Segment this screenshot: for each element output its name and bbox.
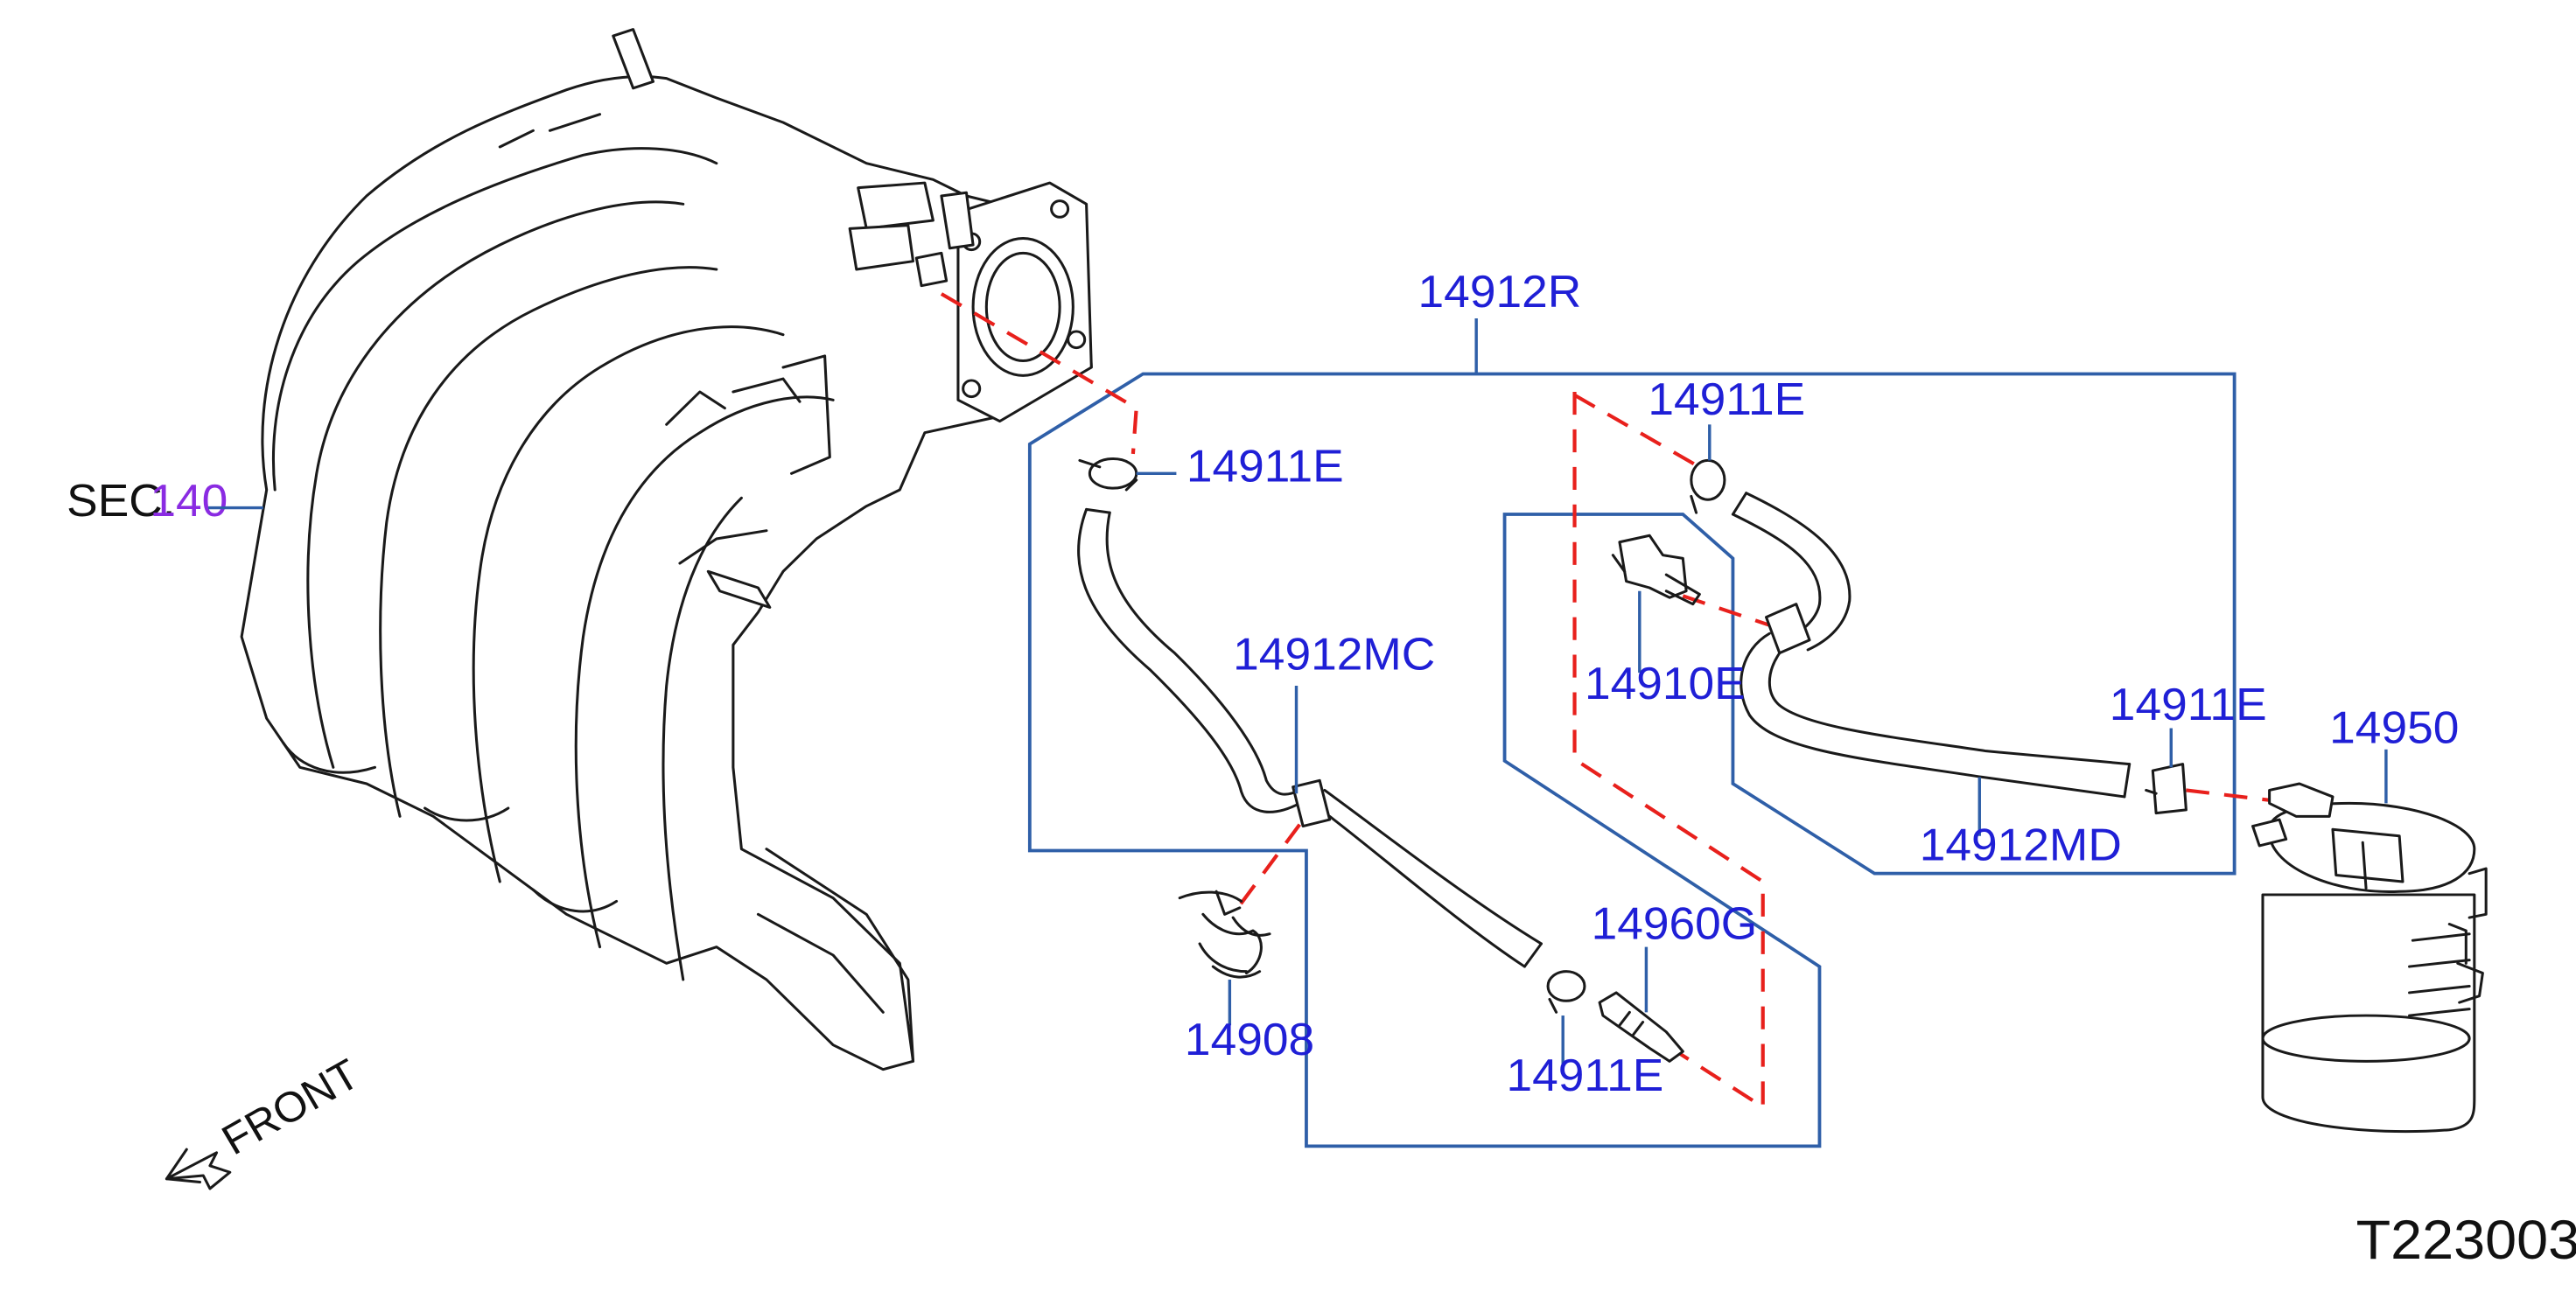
hose-14912MC[interactable] — [1077, 507, 1543, 968]
section-ref-number[interactable]: 140 — [150, 475, 228, 526]
label-14908[interactable]: 14908 — [1185, 1014, 1314, 1064]
connector-14960G[interactable] — [1598, 991, 1684, 1063]
clamp-14911E-upper-right[interactable] — [1690, 458, 1726, 514]
label-14950[interactable]: 14950 — [2329, 702, 2459, 753]
front-arrow-icon — [164, 1148, 232, 1190]
label-14912R[interactable]: 14912R — [1418, 266, 1582, 317]
bracket-14908[interactable] — [1178, 890, 1271, 979]
section-ref-prefix: SEC. — [66, 475, 175, 526]
label-14960G[interactable]: 14960G — [1592, 898, 1758, 949]
hose-14912MD[interactable] — [1731, 492, 2132, 799]
intake-manifold-drawing — [240, 28, 1093, 1071]
valve-14910E[interactable] — [1611, 534, 1701, 606]
label-14911E-upper-left[interactable]: 14911E — [1186, 441, 1344, 492]
connection-dashes — [940, 292, 2297, 1111]
drawing-code: T223003M — [2356, 1209, 2576, 1271]
label-14911E-upper-right[interactable]: 14911E — [1648, 374, 1805, 425]
label-14912MD[interactable]: 14912MD — [1920, 820, 2122, 870]
clamp-14911E-right[interactable] — [2145, 763, 2188, 815]
label-14912MC[interactable]: 14912MC — [1233, 629, 1435, 680]
clamp-14911E-upper-left[interactable] — [1078, 457, 1138, 492]
label-14910E[interactable]: 14910E — [1585, 658, 1746, 708]
label-14911E-right[interactable]: 14911E — [2110, 680, 2267, 730]
group-box-14912R-left — [1027, 372, 2236, 1148]
front-label: FRONT — [214, 1050, 368, 1164]
evap-canister-14950[interactable] — [2251, 782, 2488, 1134]
clamp-14911E-lower[interactable] — [1546, 970, 1586, 1014]
label-14911E-lower[interactable]: 14911E — [1506, 1050, 1663, 1100]
